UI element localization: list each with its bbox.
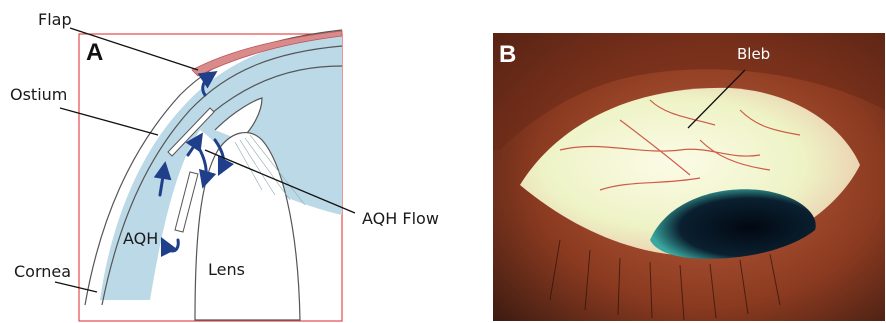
panel-b-label: B [499, 41, 516, 68]
lens-label: Lens [208, 260, 245, 279]
panel-a-label: A [86, 39, 103, 66]
panel-b: B Bleb [493, 33, 885, 321]
aqh-flow-label: AQH Flow [362, 209, 439, 228]
ostium-label: Ostium [10, 85, 67, 104]
panel-a: A Flap Ostium AQH Flow AQH Lens Cornea [10, 10, 439, 321]
flap-label: Flap [38, 10, 72, 29]
aqh-label: AQH [123, 229, 158, 248]
cornea-label: Cornea [14, 262, 71, 281]
bleb-label: Bleb [737, 45, 770, 63]
